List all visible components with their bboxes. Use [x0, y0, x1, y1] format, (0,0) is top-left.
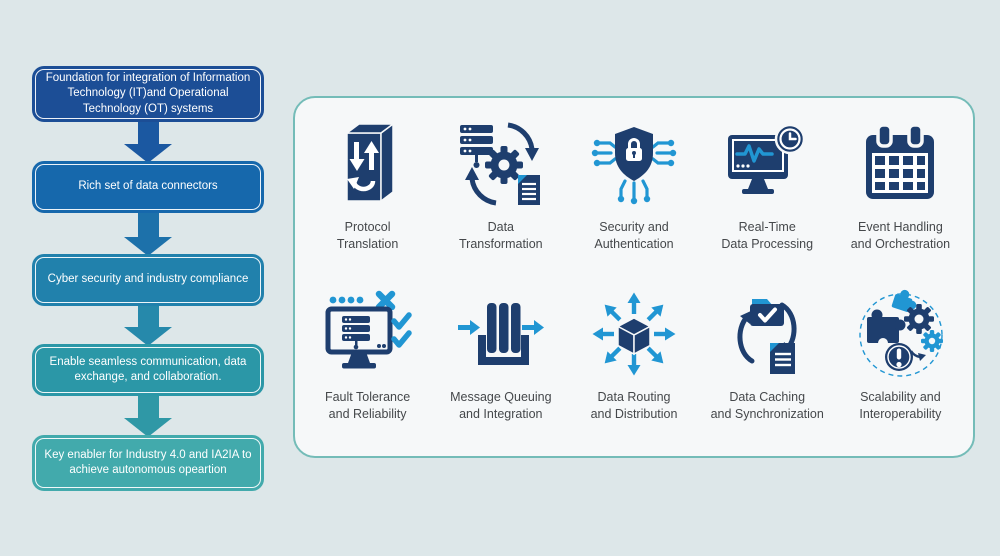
flow-step-industry40: Key enabler for Industry 4.0 and IA2IA t…: [35, 438, 261, 488]
flow-step-label: Foundation for integration of Informatio…: [45, 72, 251, 115]
flow-step-label: Key enabler for Industry 4.0 and IA2IA t…: [44, 448, 252, 476]
security-authentication-icon: [589, 116, 679, 212]
data-routing-icon: [589, 286, 679, 382]
fault-tolerance-icon: [323, 286, 413, 382]
flow-down-arrow-icon: [124, 213, 172, 256]
flow-step-label: Cyber security and industry compliance: [47, 273, 249, 286]
message-queuing-icon: [456, 286, 546, 382]
flow-step-connectors: Rich set of data connectors: [35, 164, 261, 210]
flow-down-arrow-icon: [124, 396, 172, 437]
event-handling-icon: [855, 116, 945, 212]
data-transformation-icon: [456, 116, 546, 212]
scalability-interoperability-icon: [855, 286, 945, 382]
flow-down-arrow-icon: [124, 122, 172, 163]
flow-step-cybersecurity: Cyber security and industry compliance: [35, 257, 261, 303]
flow-step-label: Enable seamless communication, data exch…: [49, 355, 247, 383]
flow-down-arrow-icon: [124, 306, 172, 346]
data-caching-icon: [722, 286, 812, 382]
flow-step-label: Rich set of data connectors: [78, 180, 218, 193]
flow-step-foundation: Foundation for integration of Informatio…: [35, 69, 261, 119]
flow-step-communication: Enable seamless communication, data exch…: [35, 347, 261, 393]
protocol-translation-icon: [323, 116, 413, 212]
realtime-data-processing-icon: [722, 116, 812, 212]
